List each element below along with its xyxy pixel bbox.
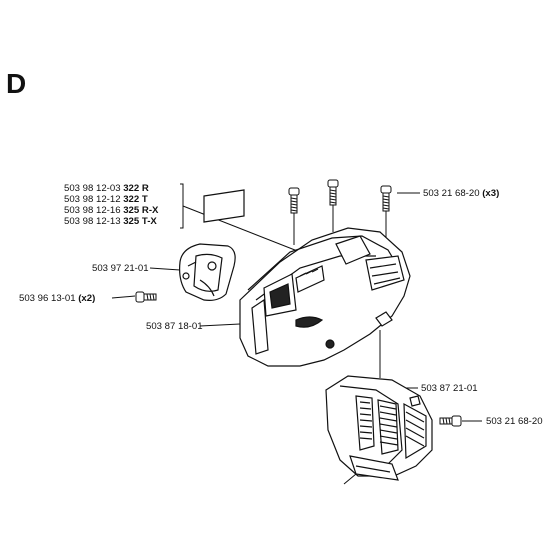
sticker-decal xyxy=(203,189,245,223)
leader-bottom xyxy=(343,473,357,485)
screws-top-label: 503 21 68-20 (x3) xyxy=(423,188,500,199)
screw-2 xyxy=(327,179,339,206)
sticker-row: 503 98 12-03 322 R xyxy=(64,183,149,194)
bracket-part-label: 503 97 21-01 xyxy=(92,263,149,274)
sticker-group-bracket xyxy=(180,183,184,229)
cylinder-cover xyxy=(325,375,433,481)
leader-bracket xyxy=(149,267,181,271)
leader-screw-left xyxy=(111,295,136,299)
leader-sticker xyxy=(182,205,301,253)
screw-left-label: 503 96 13-01 (x2) xyxy=(19,293,96,304)
screw-right-label: 503 21 68-20 xyxy=(486,416,543,427)
bracket-housing xyxy=(179,243,236,301)
sticker-row: 503 98 12-12 322 T xyxy=(64,194,148,205)
right-screw xyxy=(439,415,462,427)
cover-part-label: 503 87 18-01 xyxy=(146,321,203,332)
sticker-part-list: 503 98 12-03 322 R 503 98 12-12 322 T 50… xyxy=(64,183,158,227)
cylinder-cover-part-label: 503 87 21-01 xyxy=(421,383,478,394)
sticker-row: 503 98 12-16 325 R-X xyxy=(64,205,159,216)
section-letter: D xyxy=(6,68,27,99)
main-cover xyxy=(239,227,411,367)
sticker-row: 503 98 12-13 325 T-X xyxy=(64,216,157,227)
leader-cover xyxy=(199,323,241,327)
screw-3 xyxy=(380,185,392,212)
left-screw xyxy=(135,291,157,303)
screw-1 xyxy=(288,187,300,214)
top-screws xyxy=(288,179,392,214)
